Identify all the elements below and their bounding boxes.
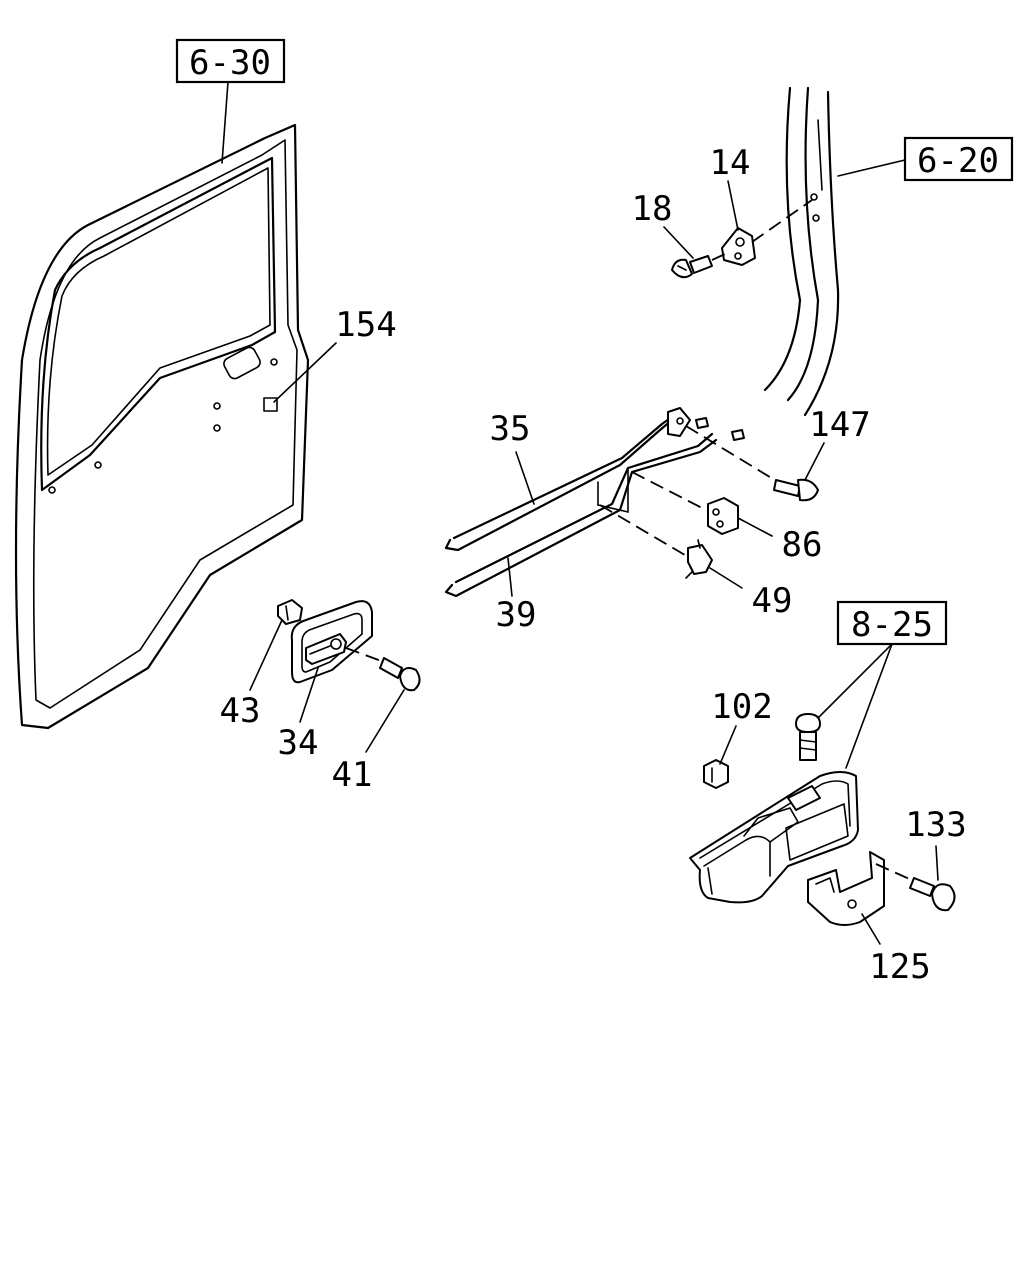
callout-154: 154 — [273, 305, 397, 403]
callout-35: 35 — [490, 409, 535, 505]
callout-125: 125 — [861, 913, 931, 987]
callout-label-41: 41 — [332, 755, 373, 795]
bolt-147 — [685, 425, 819, 502]
callout-label-43: 43 — [220, 691, 261, 731]
screw-41 — [345, 647, 421, 692]
clip-43 — [277, 599, 303, 625]
callout-label-39: 39 — [496, 595, 537, 635]
body-pillar — [763, 86, 840, 417]
callout-102: 102 — [711, 687, 773, 765]
callout-label-34: 34 — [278, 723, 319, 763]
bracket-125 — [807, 851, 885, 926]
callout-133: 133 — [905, 805, 967, 881]
callout-41: 41 — [332, 689, 405, 795]
door-panel — [14, 123, 310, 730]
reference-label-switch-assembly: 8-25 — [851, 605, 933, 645]
reference-label-body-pillar: 6-20 — [917, 141, 999, 181]
callout-label-147: 147 — [809, 405, 870, 445]
callout-label-49: 49 — [752, 581, 793, 621]
bolt-upper — [795, 713, 821, 761]
clip-49 — [599, 504, 713, 579]
callout-label-102: 102 — [711, 687, 772, 727]
clip-102 — [703, 759, 729, 789]
callout-label-133: 133 — [905, 805, 966, 845]
callout-label-18: 18 — [632, 189, 673, 229]
reference-box-body-pillar: 6-20 — [837, 136, 1014, 182]
callout-34: 34 — [278, 667, 319, 763]
callout-label-35: 35 — [490, 409, 531, 449]
bushing-86 — [631, 471, 739, 535]
callout-18: 18 — [632, 189, 694, 259]
callout-label-154: 154 — [335, 305, 396, 345]
callout-49: 49 — [709, 567, 793, 621]
callout-147: 147 — [804, 405, 871, 481]
armrest-switch-panel — [689, 771, 859, 904]
callout-label-14: 14 — [710, 143, 751, 183]
reference-box-switch-assembly: 8-25 — [817, 600, 948, 769]
lock-rods — [444, 407, 745, 598]
inner-handle-bezel — [290, 600, 373, 684]
callout-label-86: 86 — [782, 525, 823, 565]
callout-14: 14 — [710, 143, 751, 231]
callout-86: 86 — [737, 517, 823, 565]
callout-label-125: 125 — [869, 947, 930, 987]
reference-label-door-panel: 6-30 — [189, 43, 271, 83]
screw-133 — [875, 863, 956, 912]
reference-box-door-panel: 6-30 — [175, 38, 286, 164]
callout-39: 39 — [496, 557, 537, 635]
callout-43: 43 — [220, 619, 283, 731]
